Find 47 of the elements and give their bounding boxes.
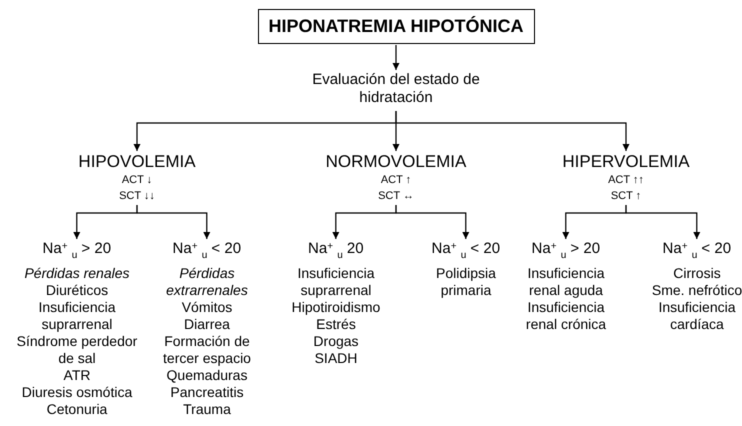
cause-item: Formación de tercer espacio — [162, 333, 252, 367]
cause-item: Diuresis osmótica — [22, 384, 132, 401]
cause-item: Insuficiencia suprarrenal — [296, 265, 376, 299]
cause-item: Trauma — [183, 401, 231, 418]
cause-item: Insuficiencia renal crónica — [524, 299, 608, 333]
cause-item: Insuficiencia suprarrenal — [37, 299, 117, 333]
threshold-label: Na$^{+}$ $_{u}$ > 20 — [42, 240, 112, 258]
category-heading: NORMOVOLEMIA — [326, 152, 466, 172]
cause-item: Pancreatitis — [170, 384, 244, 401]
threshold-label: Na$^{+}$ $_{u}$ < 20 — [432, 240, 500, 258]
cause-item: Diarrea — [184, 316, 230, 333]
cause-item: Hipotiroidismo — [292, 299, 380, 316]
cause-item: Insuficiencia cardíaca — [657, 299, 737, 333]
indicator-label: SCT ↔ — [378, 189, 414, 204]
cause-item: Vómitos — [182, 299, 232, 316]
cause-item: Drogas — [313, 333, 359, 350]
cause-item: Síndrome perdedor de sal — [16, 333, 138, 367]
arrow — [136, 205, 210, 239]
threshold-label: Na$^{+}$ $_{u}$ < 20 — [172, 240, 242, 258]
arrow — [392, 45, 400, 70]
indicator-label: ACT ↓ — [122, 173, 152, 188]
cause-item: SIADH — [314, 350, 358, 367]
cause-item: Polidipsia primaria — [435, 265, 497, 299]
indicator-label: ACT ↑ — [380, 173, 412, 188]
threshold-label: Na$^{+}$ $_{u}$ < 20 — [662, 240, 732, 258]
threshold-label: Na$^{+}$ $_{u}$ > 20 — [532, 240, 600, 258]
category-heading: HIPERVOLEMIA — [562, 152, 690, 172]
cause-item: Quemaduras — [166, 367, 248, 384]
cause-item: Sme. nefrótico — [652, 282, 742, 299]
arrow — [395, 111, 630, 151]
threshold-label: Na$^{+}$ $_{u}$ 20 — [308, 240, 364, 258]
arrow — [625, 205, 700, 239]
cause-item: Estrés — [316, 316, 356, 333]
indicator-label: ACT ↑↑ — [608, 173, 644, 188]
cause-item: Diuréticos — [46, 282, 108, 299]
cause-item: Insuficiencia renal aguda — [526, 265, 606, 299]
indicator-label: SCT ↑ — [610, 189, 642, 204]
indicator-label: SCT ↓↓ — [119, 189, 155, 204]
step-label: Evaluación del estado de hidratación — [306, 71, 486, 107]
cause-item: Cetonuria — [46, 401, 108, 418]
cause-item: Pérdidas renales — [24, 265, 130, 282]
category-heading: HIPOVOLEMIA — [78, 152, 196, 172]
arrow — [395, 205, 470, 239]
cause-item: Pérdidas extrarrenales — [165, 265, 249, 299]
title-box: HIPONATREMIA HIPOTÓNICA — [258, 9, 534, 44]
cause-item: Cirrosis — [673, 265, 721, 282]
cause-item: ATR — [64, 367, 90, 384]
